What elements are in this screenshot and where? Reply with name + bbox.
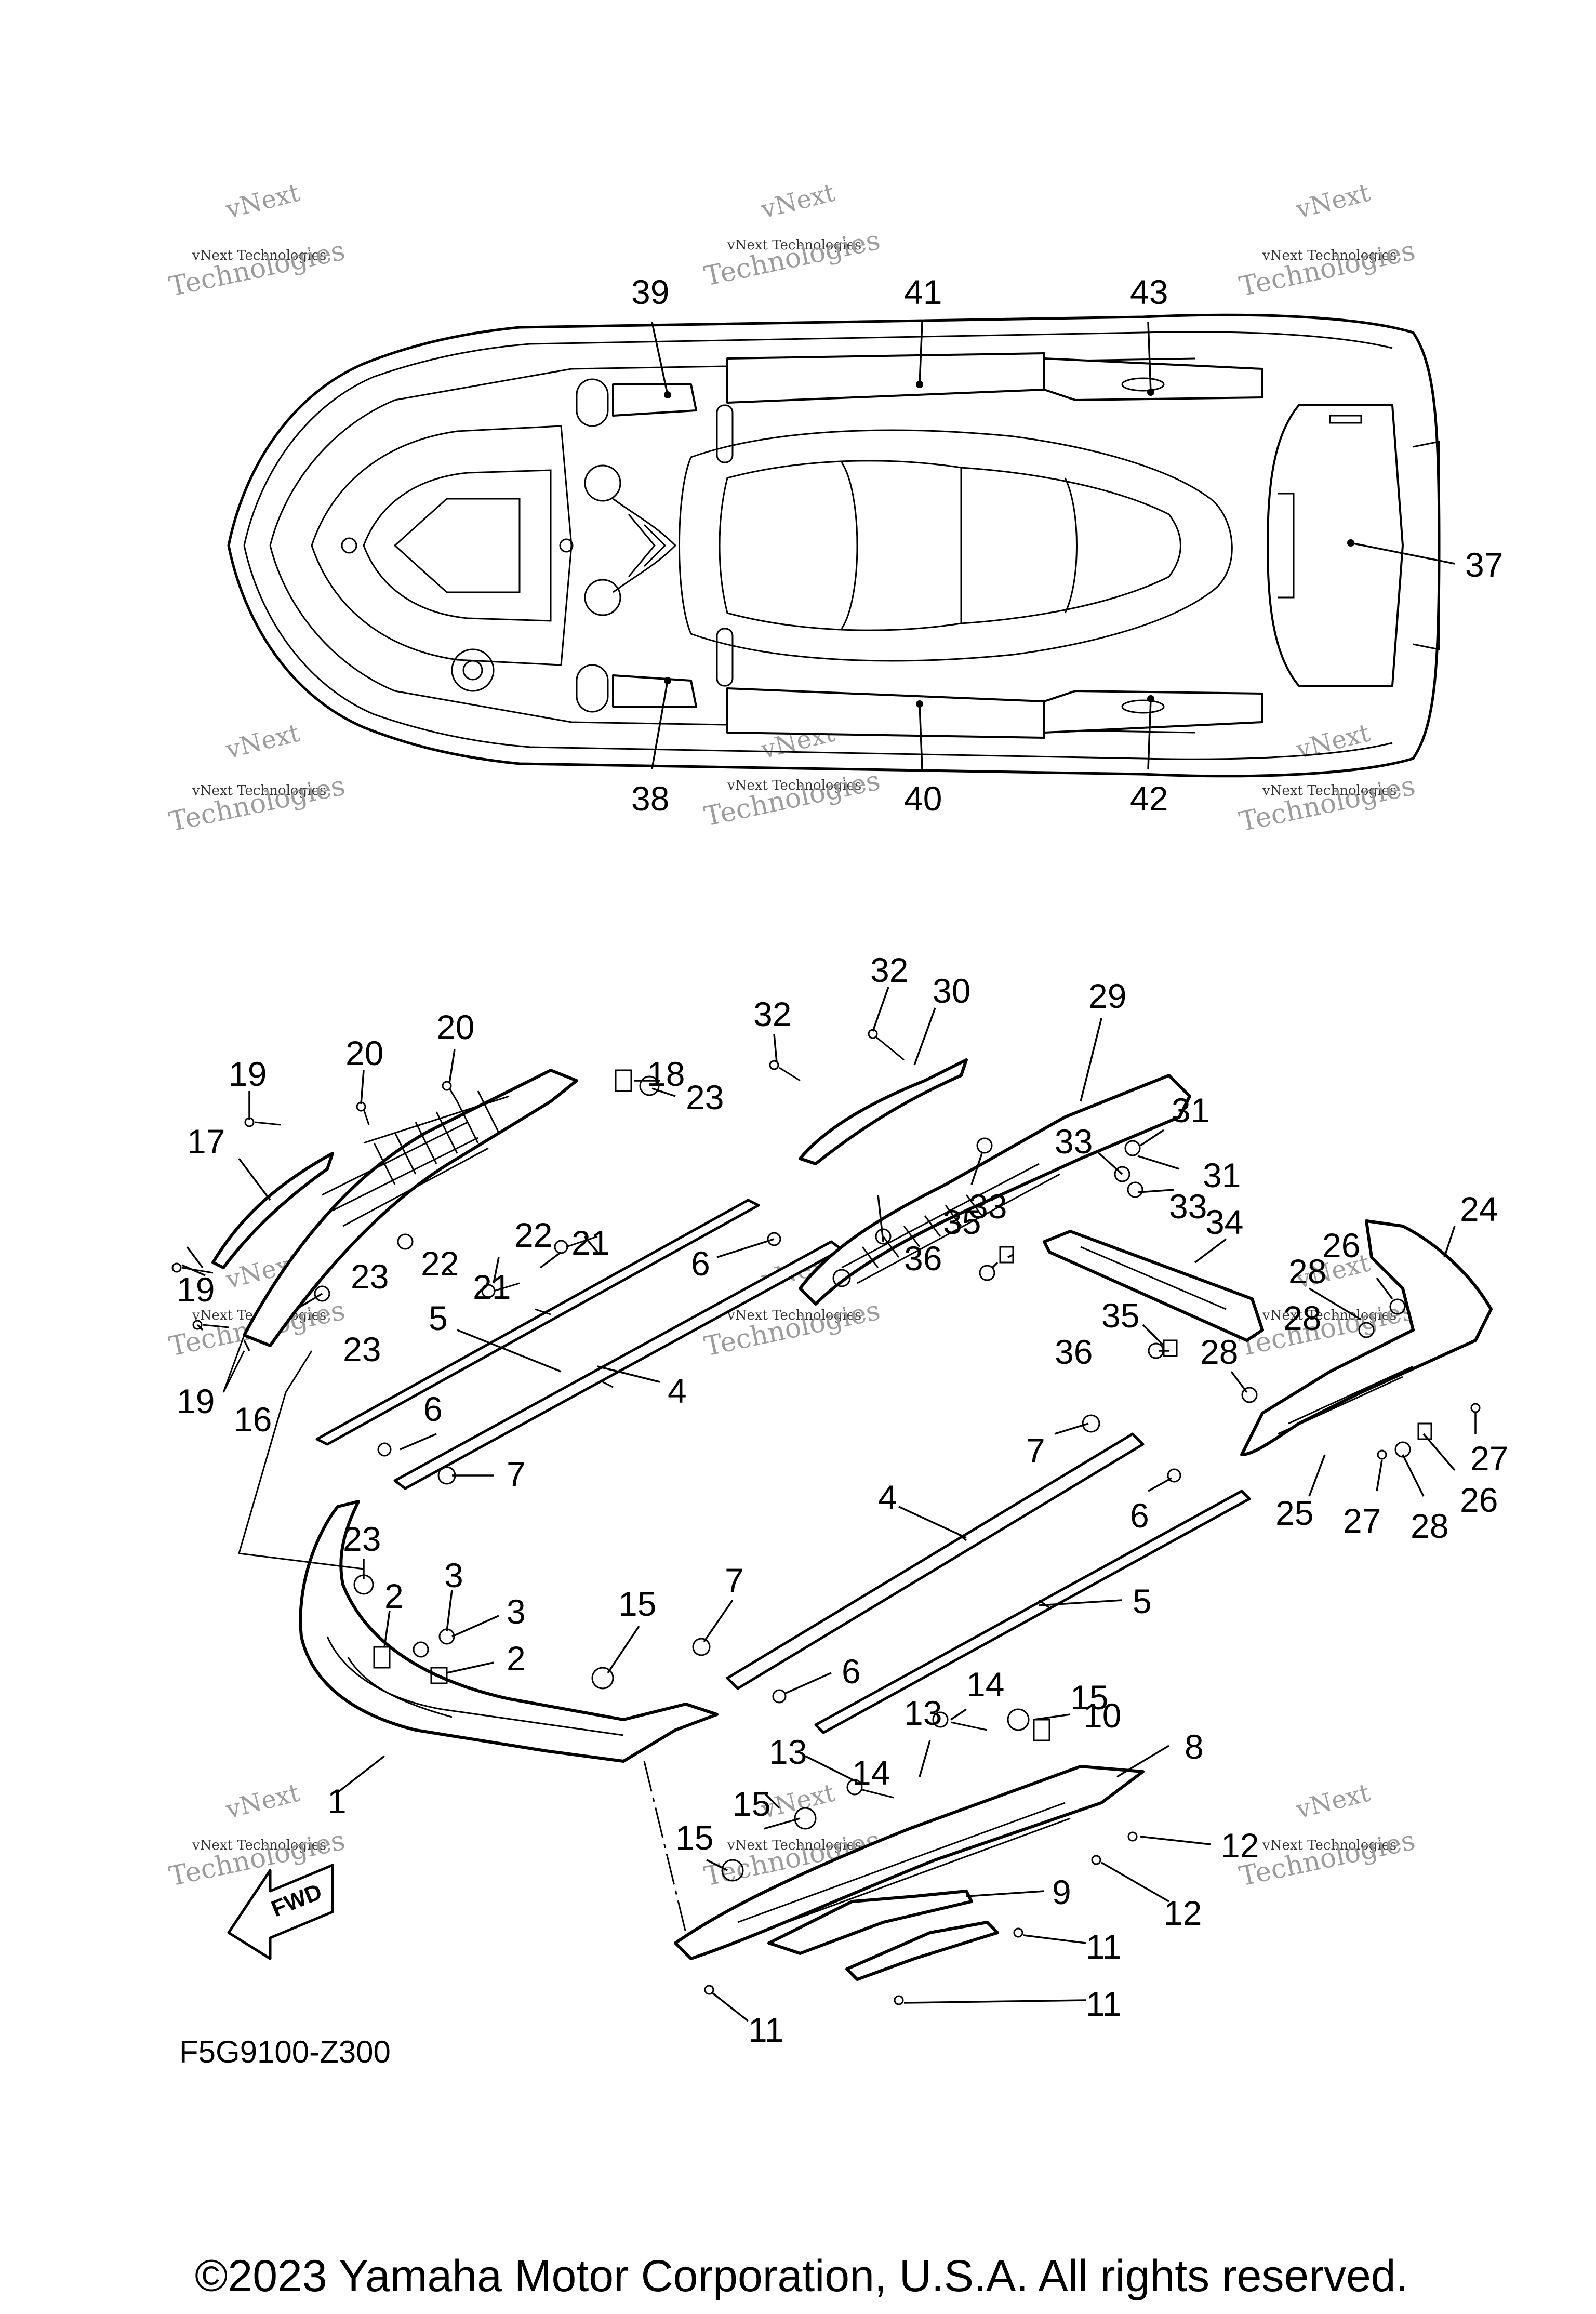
callout-39: 39 xyxy=(631,273,669,311)
svg-text:vNext Technologies: vNext Technologies xyxy=(192,1838,326,1853)
fwd-arrow: FWD xyxy=(227,1864,334,1960)
callout-28: 28 xyxy=(1283,1299,1321,1337)
callout-15: 15 xyxy=(675,1818,713,1857)
callout-38: 38 xyxy=(631,779,669,818)
callout-22: 22 xyxy=(514,1216,552,1254)
callout-15: 15 xyxy=(1070,1678,1108,1717)
watercraft-top-view xyxy=(227,313,1441,778)
callout-23: 23 xyxy=(343,1330,381,1368)
callout-4: 4 xyxy=(668,1372,687,1410)
svg-text:vNext Technologies: vNext Technologies xyxy=(727,237,861,253)
svg-text:vNext Technologies: vNext Technologies xyxy=(192,248,326,263)
callout-6: 6 xyxy=(1130,1496,1149,1535)
callout-4: 4 xyxy=(878,1478,897,1517)
exploded-view-leaders xyxy=(181,987,1477,2022)
callout-20: 20 xyxy=(436,1008,474,1046)
top-view-callouts: 39 41 43 37 38 40 42 xyxy=(631,273,1503,818)
callout-26: 26 xyxy=(1460,1481,1498,1519)
callout-43: 43 xyxy=(1130,273,1168,311)
callout-23: 23 xyxy=(343,1520,381,1558)
callout-25: 25 xyxy=(1275,1494,1313,1532)
callout-40: 40 xyxy=(904,779,942,818)
callout-15: 15 xyxy=(618,1585,656,1623)
callout-17: 17 xyxy=(187,1122,225,1161)
callout-8: 8 xyxy=(1185,1727,1204,1766)
exploded-view-parts: FWD xyxy=(171,1029,1493,2005)
callout-6: 6 xyxy=(423,1390,443,1428)
callout-19: 19 xyxy=(177,1382,215,1420)
callout-31: 31 xyxy=(1203,1156,1241,1194)
exploded-view-callouts: 32 30 29 32 20 20 19 18 23 17 31 33 31 3… xyxy=(177,951,1508,2049)
callout-27: 27 xyxy=(1343,1501,1381,1540)
callout-42: 42 xyxy=(1130,779,1168,818)
callout-14: 14 xyxy=(852,1753,890,1792)
callout-21: 21 xyxy=(473,1268,511,1306)
callout-30: 30 xyxy=(933,972,970,1010)
drawing-code: F5G9100-Z300 xyxy=(179,2034,391,2069)
callout-18: 18 xyxy=(647,1055,685,1093)
svg-text:vNext Technologies: vNext Technologies xyxy=(1262,1838,1396,1853)
callout-33: 33 xyxy=(1169,1187,1207,1226)
callout-12: 12 xyxy=(1164,1894,1202,1932)
copyright-notice: ©2023 Yamaha Motor Corporation, U.S.A. A… xyxy=(195,2251,1408,2301)
svg-text:vNext Technologies: vNext Technologies xyxy=(1262,783,1396,799)
callout-13: 13 xyxy=(769,1733,807,1771)
callout-35: 35 xyxy=(1101,1296,1139,1335)
callout-24: 24 xyxy=(1460,1190,1498,1228)
callout-5: 5 xyxy=(1133,1582,1152,1620)
callout-34: 34 xyxy=(1205,1203,1243,1241)
callout-35: 35 xyxy=(943,1203,981,1241)
callout-36: 36 xyxy=(904,1239,942,1278)
callout-21: 21 xyxy=(571,1224,609,1262)
callout-16: 16 xyxy=(234,1400,272,1439)
callout-7: 7 xyxy=(507,1455,526,1493)
callout-26: 26 xyxy=(1322,1226,1360,1265)
callout-20: 20 xyxy=(345,1034,383,1072)
callout-11: 11 xyxy=(748,2011,784,2049)
callout-37: 37 xyxy=(1465,546,1503,584)
callout-6: 6 xyxy=(842,1652,861,1691)
callout-41: 41 xyxy=(904,273,942,311)
callout-9: 9 xyxy=(1052,1873,1071,1911)
callout-3: 3 xyxy=(507,1592,526,1631)
svg-text:vNext Technologies: vNext Technologies xyxy=(1262,1308,1396,1323)
callout-19: 19 xyxy=(177,1270,215,1309)
callout-11: 11 xyxy=(1086,1927,1122,1966)
callout-7: 7 xyxy=(1026,1431,1045,1470)
callout-33: 33 xyxy=(1055,1122,1093,1161)
svg-text:vNext Technologies: vNext Technologies xyxy=(727,778,861,793)
callout-32: 32 xyxy=(753,995,791,1033)
callout-1: 1 xyxy=(327,1782,347,1820)
callout-33: 33 xyxy=(969,1187,1007,1226)
callout-12: 12 xyxy=(1221,1826,1259,1865)
callout-10: 10 xyxy=(1083,1696,1121,1735)
callout-29: 29 xyxy=(1088,977,1126,1015)
callout-19: 19 xyxy=(229,1055,267,1093)
svg-text:vNext Technologies: vNext Technologies xyxy=(727,1308,861,1323)
callout-22: 22 xyxy=(421,1244,459,1283)
callout-7: 7 xyxy=(725,1561,744,1600)
callout-2: 2 xyxy=(507,1639,526,1678)
svg-text:vNext Technologies: vNext Technologies xyxy=(192,783,326,799)
callout-3: 3 xyxy=(444,1556,463,1594)
callout-28: 28 xyxy=(1411,1507,1448,1545)
callout-23: 23 xyxy=(686,1078,724,1116)
callout-5: 5 xyxy=(429,1299,448,1337)
callout-27: 27 xyxy=(1470,1439,1508,1478)
callout-2: 2 xyxy=(384,1577,404,1615)
svg-text:vNext Technologies: vNext Technologies xyxy=(727,1838,861,1853)
callout-28: 28 xyxy=(1200,1333,1238,1371)
callout-11: 11 xyxy=(1086,1985,1122,2023)
callout-6: 6 xyxy=(691,1244,710,1283)
callout-14: 14 xyxy=(966,1665,1004,1704)
callout-13: 13 xyxy=(904,1694,942,1732)
callout-28: 28 xyxy=(1288,1252,1326,1291)
callout-31: 31 xyxy=(1172,1091,1209,1129)
callout-32: 32 xyxy=(870,951,908,989)
svg-text:vNext Technologies: vNext Technologies xyxy=(1262,248,1396,263)
callout-23: 23 xyxy=(351,1257,389,1296)
callout-36: 36 xyxy=(1055,1333,1093,1371)
callout-15: 15 xyxy=(733,1785,770,1823)
